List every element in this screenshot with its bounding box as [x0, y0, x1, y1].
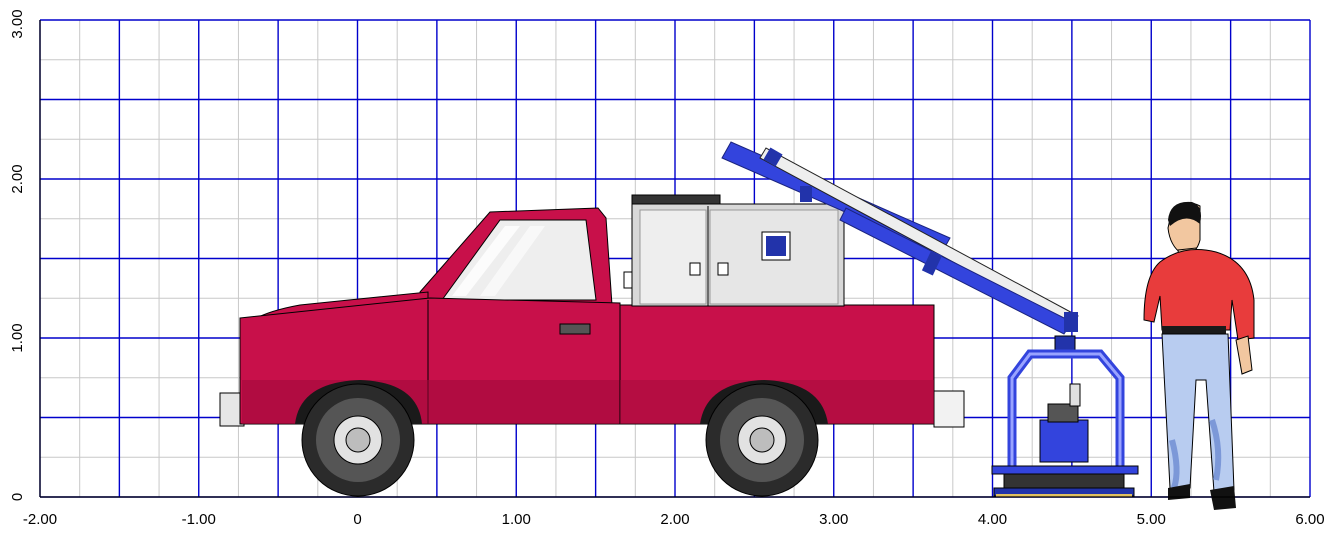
red-shirt: [1143, 249, 1255, 341]
utility-box: [623, 194, 845, 307]
jeans: [1161, 333, 1235, 493]
x-tick-label: -1.00: [182, 511, 216, 528]
front-wheel: [705, 383, 819, 497]
y-tick-label: 0: [9, 493, 26, 501]
core-drill-frame: [991, 335, 1139, 497]
front-bumper: [933, 390, 965, 428]
standing-man: [1143, 201, 1255, 510]
x-tick-label: 5.00: [1137, 511, 1166, 528]
rear-wheel: [301, 383, 415, 497]
x-tick-label: 6.00: [1295, 511, 1324, 528]
y-tick-label: 3.00: [9, 9, 26, 38]
door-handle: [559, 323, 591, 335]
left-shoe: [1168, 484, 1190, 500]
y-tick-label: 2.00: [9, 164, 26, 193]
x-tick-label: 0: [353, 511, 361, 528]
x-tick-label: 1.00: [502, 511, 531, 528]
x-tick-label: 3.00: [819, 511, 848, 528]
y-tick-label: 1.00: [9, 323, 26, 352]
axes: [39, 20, 1310, 498]
x-tick-label: 2.00: [660, 511, 689, 528]
x-axis-tick-labels: -2.00 -1.00 0 1.00 2.00 3.00 4.00 5.00 6.00: [23, 511, 1325, 528]
x-tick-label: -2.00: [23, 511, 57, 528]
x-tick-label: 4.00: [978, 511, 1007, 528]
y-axis-tick-labels: 0 1.00 2.00 3.00: [9, 9, 26, 501]
pickup-truck: [219, 207, 965, 497]
hydraulic-boom: [721, 141, 1079, 335]
right-shoe: [1210, 486, 1236, 510]
